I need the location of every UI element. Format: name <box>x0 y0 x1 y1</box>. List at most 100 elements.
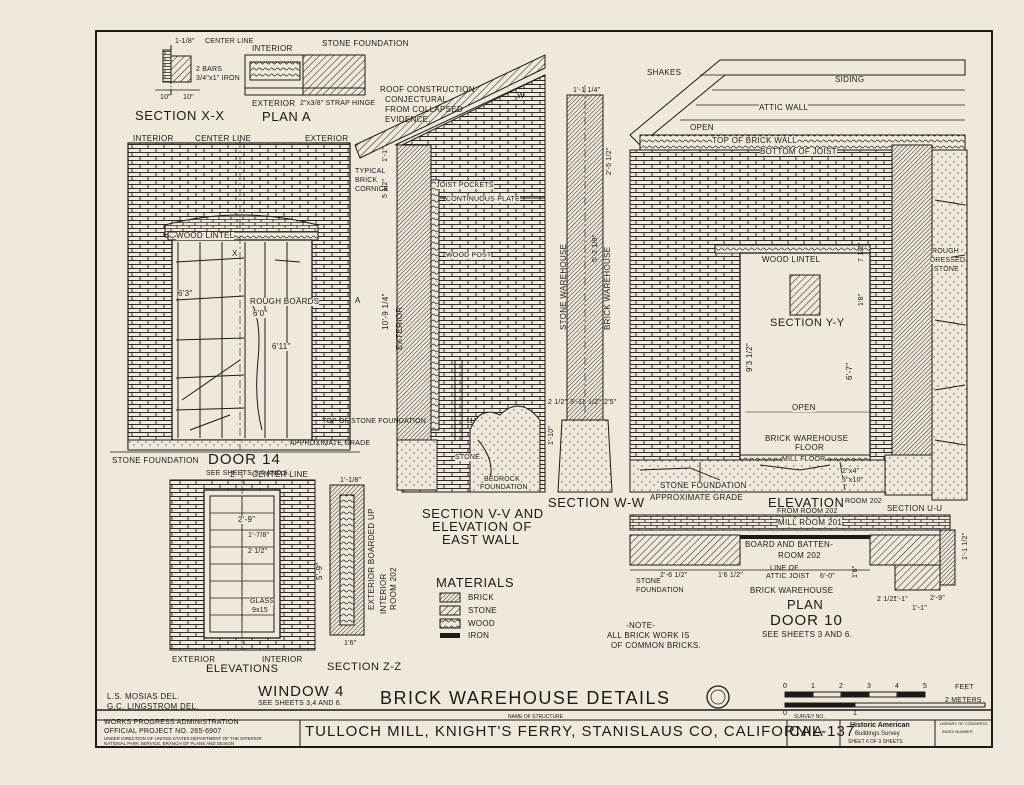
plan-a-title: PLAN A <box>262 109 312 124</box>
xx-bars: 2 BARS <box>196 66 223 73</box>
roof-note-4: EVIDENCE. <box>385 115 431 124</box>
zz-top: 1'-1/8" <box>340 477 362 484</box>
door10-floor-1: BRICK WAREHOUSE <box>765 434 849 443</box>
door10-wood-lintel: WOOD LINTEL <box>762 255 821 264</box>
door10-grade: APPROXIMATE GRADE <box>650 493 743 502</box>
window4-glass-1: GLASS <box>250 598 275 605</box>
ww-d2: 5'-2 1/8" <box>592 234 599 262</box>
wpa-line-2: OFFICIAL PROJECT NO. 265-6907 <box>104 728 222 735</box>
plan10-mill-room: MILL ROOM 201 <box>778 518 843 527</box>
window-4-drawing <box>169 470 316 651</box>
door14-center: CENTER LINE <box>195 134 252 143</box>
door10-height: 9'3 1/2" <box>745 342 754 372</box>
plan-a-interior: INTERIOR <box>252 44 293 53</box>
scale-m-0: 0 <box>783 710 788 717</box>
door-14-drawing <box>110 140 360 453</box>
door10-from-room: FROM ROOM 202 <box>777 508 838 515</box>
door10-open: OPEN <box>792 403 816 412</box>
door14-x: X <box>232 249 238 258</box>
note-line-1: ALL BRICK WORK IS <box>607 631 690 640</box>
vv-title-1: SECTION V-V AND <box>422 506 544 521</box>
section-xx-title: SECTION X-X <box>135 108 225 123</box>
delineator-2: G.C. LINGSTROM DEL. <box>107 702 199 711</box>
scale-ft-0: 0 <box>783 683 788 690</box>
plan10-d2: 1'6 1/2" <box>718 572 743 579</box>
vv-exterior: EXTERIOR <box>395 306 404 350</box>
door14-title: DOOR 14 <box>208 451 281 468</box>
ww-d4: 2 1/2" <box>548 399 568 406</box>
door10-rough-1: ROUGH <box>932 248 960 255</box>
vv-plate: CONTINUOUS PLATE <box>446 196 520 203</box>
sheet-title: BRICK WAREHOUSE DETAILS <box>380 688 671 708</box>
vv-height: 10'-9 1/4" <box>381 293 390 330</box>
xx-d2: 10" <box>183 94 194 101</box>
plan10-attic-2: ATTIC JOIST <box>766 573 810 580</box>
zz-title: SECTION Z-Z <box>327 661 402 673</box>
scale-ft-5: 5 <box>923 683 928 690</box>
scale-ft-1: 1 <box>811 683 816 690</box>
door14-ref: SEE SHEETS 3,4 AND 6. <box>206 470 290 477</box>
zz-bottom: 1'6" <box>344 640 357 647</box>
ww-brick-wh: BRICK WAREHOUSE <box>603 246 612 330</box>
door10-rough-3: STONE <box>934 266 959 273</box>
plan10-d8: 1'6" <box>852 565 859 578</box>
window4-interior: INTERIOR <box>262 655 303 664</box>
ww-stone-wh: STONE WAREHOUSE <box>559 243 568 330</box>
agency-sheet: SHEET 6 OF 9 SHEETS <box>848 739 903 745</box>
door10-title: DOOR 10 <box>770 612 843 629</box>
door14-exterior: EXTERIOR <box>305 134 349 143</box>
delineator-1: L.S. MOSIAS DEL. <box>107 692 180 701</box>
door14-dim-h: 6'11" <box>272 342 291 351</box>
window4-center: CENTER LINE <box>252 470 309 479</box>
door14-grade: APPROXIMATE GRADE <box>290 440 371 447</box>
ww-dim-top: 1'-1 1/4" <box>573 87 601 94</box>
vv-title-2: ELEVATION OF <box>432 519 532 534</box>
window4-glass-2: 9x15 <box>252 607 268 614</box>
plan-a-drawing <box>244 54 366 96</box>
materials-brick: BRICK <box>468 593 494 602</box>
door10-shakes: SHAKES <box>647 68 682 77</box>
structure-name-label: NAME OF STRUCTURE <box>508 714 563 720</box>
agency-line-1: Historic American <box>850 722 910 729</box>
survey-number: CAL-137 <box>789 723 856 740</box>
door14-rough: ROUGH BOARDS <box>250 297 320 306</box>
scale-bars <box>784 691 986 708</box>
note-line-2: OF COMMON BRICKS. <box>611 641 701 650</box>
materials-legend-swatches <box>439 592 461 638</box>
door14-dim-w: 6'0" <box>253 309 268 318</box>
materials-heading: MATERIALS <box>436 575 515 590</box>
plan10-attic-1: LINE OF <box>770 565 799 572</box>
plan10-stone-1: STONE <box>636 578 661 585</box>
window4-dim-w: 2'-9" <box>238 515 256 524</box>
window4-title: WINDOW 4 <box>258 683 345 700</box>
plan10-board: BOARD AND BATTEN- <box>745 540 834 549</box>
plan-a-stone: STONE FOUNDATION <box>322 39 409 48</box>
xx-iron: 3/4"x1" IRON <box>196 75 240 82</box>
door10-rough-2: DRESSED <box>930 257 966 264</box>
zz-boarded: EXTERIOR BOARDED UP <box>367 508 376 610</box>
plan-a-exterior: EXTERIOR <box>252 99 296 108</box>
agency-line-2: Buildings Survey <box>855 731 900 737</box>
vv-dim-t2: 5 1/2" <box>382 178 389 198</box>
vv-title-3: EAST WALL <box>442 532 520 547</box>
door10-width: 6'-7" <box>845 362 854 380</box>
window4-exterior: EXTERIOR <box>172 655 216 664</box>
door10-beam-1: 2"x4" <box>842 468 860 475</box>
materials-iron: IRON <box>468 631 490 640</box>
section-zz-drawing <box>329 484 365 636</box>
plan10-d3: 1'-1 1/2" <box>962 532 969 560</box>
plan10-brick-wh: BRICK WAREHOUSE <box>750 586 834 595</box>
ww-d3: 1'-10" <box>548 425 555 445</box>
door10-section-yy: SECTION Y-Y <box>770 317 845 329</box>
scale-meter-label: 2 METERS <box>945 697 982 704</box>
ww-title: SECTION W-W <box>548 495 645 510</box>
window4-z: Z <box>230 470 236 479</box>
ww-d6: 2'5" <box>604 399 617 406</box>
door10-section-uu: SECTION U-U <box>887 504 943 513</box>
plan10-d5: 2'-9" <box>930 595 945 602</box>
xx-center-line: CENTER LINE <box>205 38 254 45</box>
door10-open-top: OPEN <box>690 123 714 132</box>
door10-d-r: 1'8" <box>858 293 865 306</box>
xx-dim: 1-1/8" <box>175 38 195 45</box>
